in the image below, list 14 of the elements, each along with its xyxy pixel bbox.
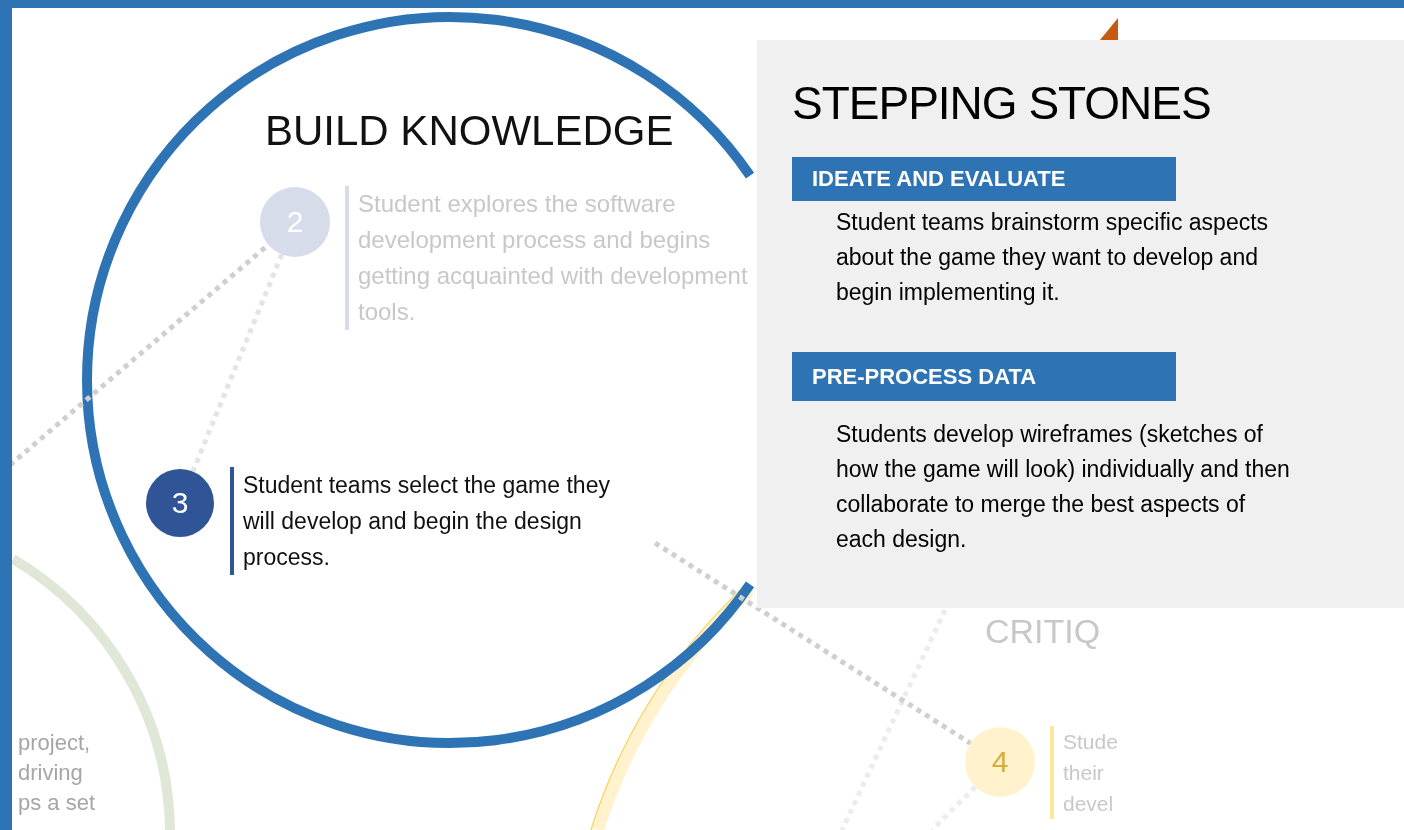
section-text: Student teams brainstorm specific aspects about the game they want to develop and begin implementing it. xyxy=(836,208,1270,307)
step-number-circle: 4 xyxy=(965,727,1035,797)
dotted-connector xyxy=(930,785,977,830)
stage-text: project, driving ps a set xyxy=(18,729,97,817)
dotted-connector xyxy=(190,253,285,473)
dotted-connector xyxy=(653,540,972,746)
panel-title: STEPPING STONES xyxy=(792,80,1211,126)
info-panel xyxy=(757,40,1404,608)
section-header: IDEATE AND EVALUATE xyxy=(792,157,1176,201)
section-text: Students develop wireframes (sketches of how the game will look) individually and then collaborate to merge the best aspects of each design. xyxy=(836,420,1291,554)
stage-heading: BUILD KNOWLEDGE xyxy=(265,110,674,152)
step-number-circle: 3 xyxy=(146,469,214,537)
section-header: PRE-PROCESS DATA xyxy=(792,352,1176,401)
step-description: Student teams select the game they will develop and begin the design process. xyxy=(230,467,645,575)
